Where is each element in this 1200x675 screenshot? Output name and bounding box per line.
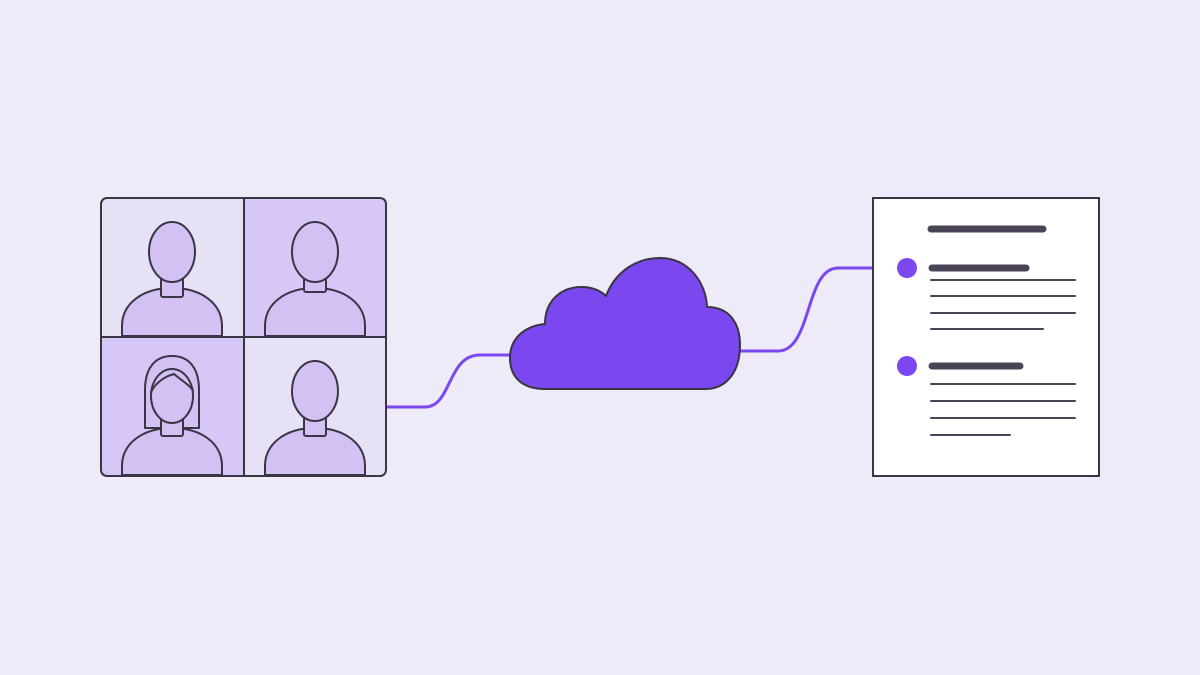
document-icon: [872, 197, 1100, 477]
bullet-dot-1: [897, 258, 917, 278]
document-page: [872, 197, 1100, 477]
connector-cloud-to-document: [738, 266, 876, 353]
participant-bottom-right-person-icon: [264, 360, 366, 476]
cloud-icon: [508, 256, 742, 390]
video-call-grid-icon: [100, 197, 387, 477]
participant-top-left-person-icon: [121, 221, 223, 337]
grid-frame: [100, 197, 387, 477]
participant-bottom-left-person-long-hair-icon: [121, 355, 223, 476]
bullet-dot-2: [897, 356, 917, 376]
participant-top-right-person-icon: [264, 221, 366, 337]
connector-grid-to-cloud: [384, 353, 514, 409]
